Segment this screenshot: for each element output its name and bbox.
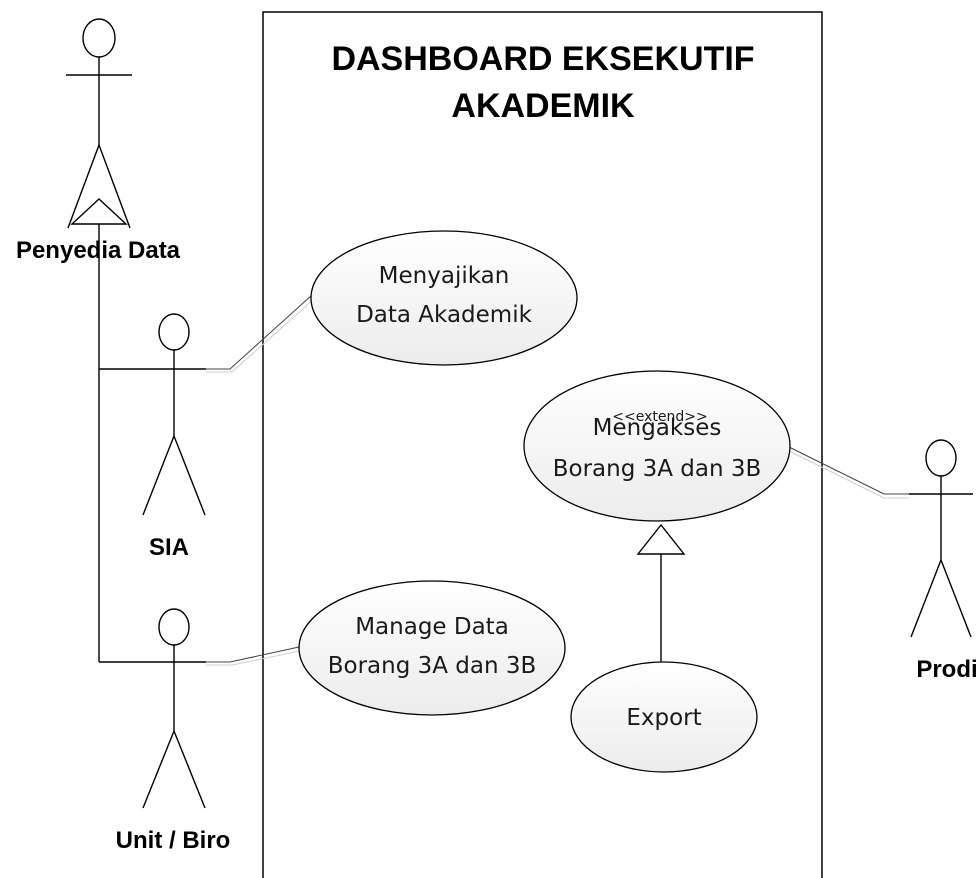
association-prodi-mengakses <box>788 446 909 495</box>
use-case-ellipse <box>570 661 758 773</box>
actor-leg-left <box>910 559 942 638</box>
actor-head <box>925 439 957 477</box>
use-case-label-line1: Mengakses <box>593 415 722 441</box>
system-boundary <box>262 11 823 878</box>
actor-head <box>158 608 190 646</box>
actor-penyedia-data[interactable] <box>66 18 132 229</box>
actor-unit-biro[interactable] <box>142 608 206 809</box>
actor-label-prodi: Prodi <box>916 656 977 683</box>
use-case-label-line1: Export <box>626 705 701 731</box>
actor-leg-right <box>940 559 972 638</box>
use-case-ellipse <box>523 370 791 522</box>
actor-leg-left <box>142 730 175 809</box>
actor-head <box>158 313 190 351</box>
use-case-menyajikan-data-akademik[interactable]: Menyajikan Data Akademik <box>310 230 578 366</box>
actor-leg-left <box>142 435 175 516</box>
actor-prodi[interactable] <box>909 439 973 638</box>
use-case-manage-data-borang[interactable]: Manage Data Borang 3A dan 3B <box>298 580 566 716</box>
use-case-label-line1: Manage Data <box>355 614 509 640</box>
generalization-arrowhead <box>70 198 128 225</box>
association-unit-manage-shadow <box>206 650 301 666</box>
use-case-export[interactable]: Export <box>570 661 758 773</box>
use-case-label-line2: Borang 3A dan 3B <box>328 653 537 679</box>
use-case-label-line1: Menyajikan <box>379 263 510 289</box>
association-sia-menyajikan <box>206 294 313 370</box>
actor-head <box>82 18 116 58</box>
actor-label-unit-biro: Unit / Biro <box>116 827 231 854</box>
actor-sia[interactable] <box>142 313 206 516</box>
extend-stereotype-label: <<extend>> <box>612 409 707 425</box>
use-case-ellipse <box>298 580 566 716</box>
association-unit-manage <box>206 646 300 663</box>
actor-leg-right <box>173 730 206 809</box>
actor-label-sia: SIA <box>149 534 189 561</box>
use-case-ellipse <box>310 230 578 366</box>
use-case-mengakses-borang[interactable]: Mengakses Borang 3A dan 3B <box>523 370 791 522</box>
actor-leg-right <box>173 435 206 516</box>
association-sia-menyajikan-shadow <box>206 298 315 373</box>
system-title-line1: DASHBOARD EKSEKUTIF <box>331 40 754 78</box>
use-case-label-line2: Data Akademik <box>356 302 533 328</box>
association-prodi-mengakses-shadow <box>788 450 909 499</box>
extend-arrowhead <box>636 523 686 555</box>
actor-leg-right <box>98 144 131 229</box>
actor-leg-left <box>67 144 100 229</box>
use-case-label-line2: Borang 3A dan 3B <box>553 456 762 482</box>
system-title-line2: AKADEMIK <box>451 87 635 125</box>
